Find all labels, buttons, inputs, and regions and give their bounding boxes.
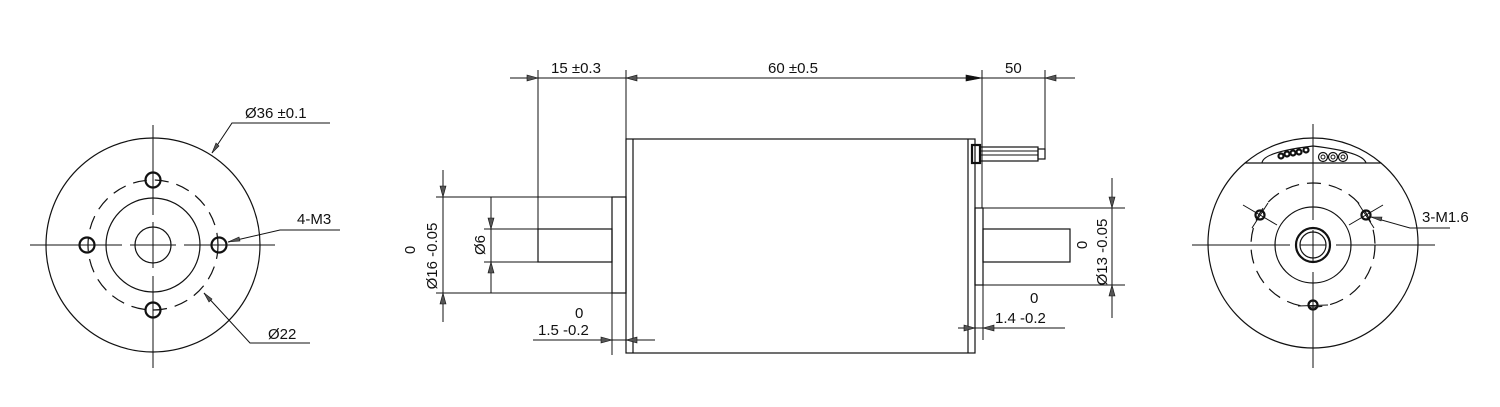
connector-pad (1261, 145, 1367, 164)
front-view: Ø36 ±0.1 4-M3 Ø22 (30, 105, 340, 368)
outer-diameter-label: Ø36 ±0.1 (245, 105, 307, 122)
center-lines (30, 125, 275, 368)
rear-pilot-upper-tolerance: 0 (1074, 241, 1091, 249)
output-shaft (537, 228, 613, 263)
rear-mounting-holes-label: 3-M1.6 (1422, 209, 1469, 226)
pilot-diameter-label: Ø16 -0.05 (424, 223, 441, 290)
pilot-upper-tolerance: 0 (402, 246, 419, 254)
rear-flange-upper: 0 (1030, 290, 1038, 307)
front-flange-thickness: 1.5 -0.2 (538, 322, 589, 339)
shaft-diameter-label: Ø6 (472, 235, 489, 255)
rear-view: 3-M1.6 (1192, 124, 1469, 368)
side-view: 15 ±0.3 60 ±0.5 50 0 Ø16 -0.05 Ø6 0 1.5 … (402, 60, 1125, 355)
front-flange-upper: 0 (575, 305, 583, 322)
front-flange (611, 196, 627, 294)
leader-line (211, 122, 330, 154)
mounting-holes-label: 4-M3 (297, 211, 331, 228)
shaft-length-label: 15 ±0.3 (551, 60, 601, 77)
rear-shaft (982, 228, 1071, 263)
cable-connector (970, 143, 1046, 165)
rear-outline (1207, 162, 1419, 349)
leader-line (227, 229, 340, 243)
rear-flange (974, 207, 984, 286)
leader-line (1370, 216, 1450, 229)
motor-body (625, 138, 976, 354)
connector-pins (1277, 146, 1349, 163)
leader-line (203, 292, 310, 344)
body-length-label: 60 ±0.5 (768, 60, 818, 77)
center-lines (1192, 124, 1435, 368)
hole-circle-label: Ø22 (268, 326, 296, 343)
cable-length-label: 50 (1005, 60, 1022, 77)
rear-flange-thickness: 1.4 -0.2 (995, 310, 1046, 327)
rear-pilot-diameter-label: Ø13 -0.05 (1094, 219, 1111, 286)
